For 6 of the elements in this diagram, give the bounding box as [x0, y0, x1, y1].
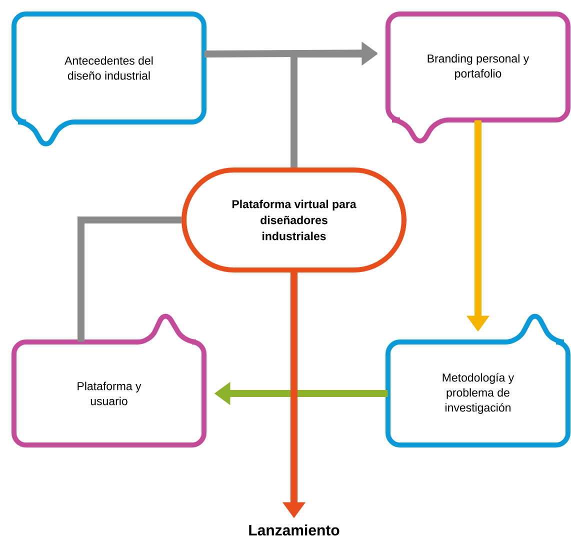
speech-bubble: Antecedentes del diseño industrial: [12, 12, 206, 146]
title-text: Lanzamiento: [249, 524, 340, 536]
speech-bubble: Metodología y problema de investigación: [386, 314, 570, 448]
speech-bubble: Branding personal y portafolio: [386, 12, 570, 144]
rounded-box: Plataforma virtual para diseñadores industriales: [182, 168, 406, 272]
speech-bubble: Plataforma y usuario: [12, 314, 206, 448]
